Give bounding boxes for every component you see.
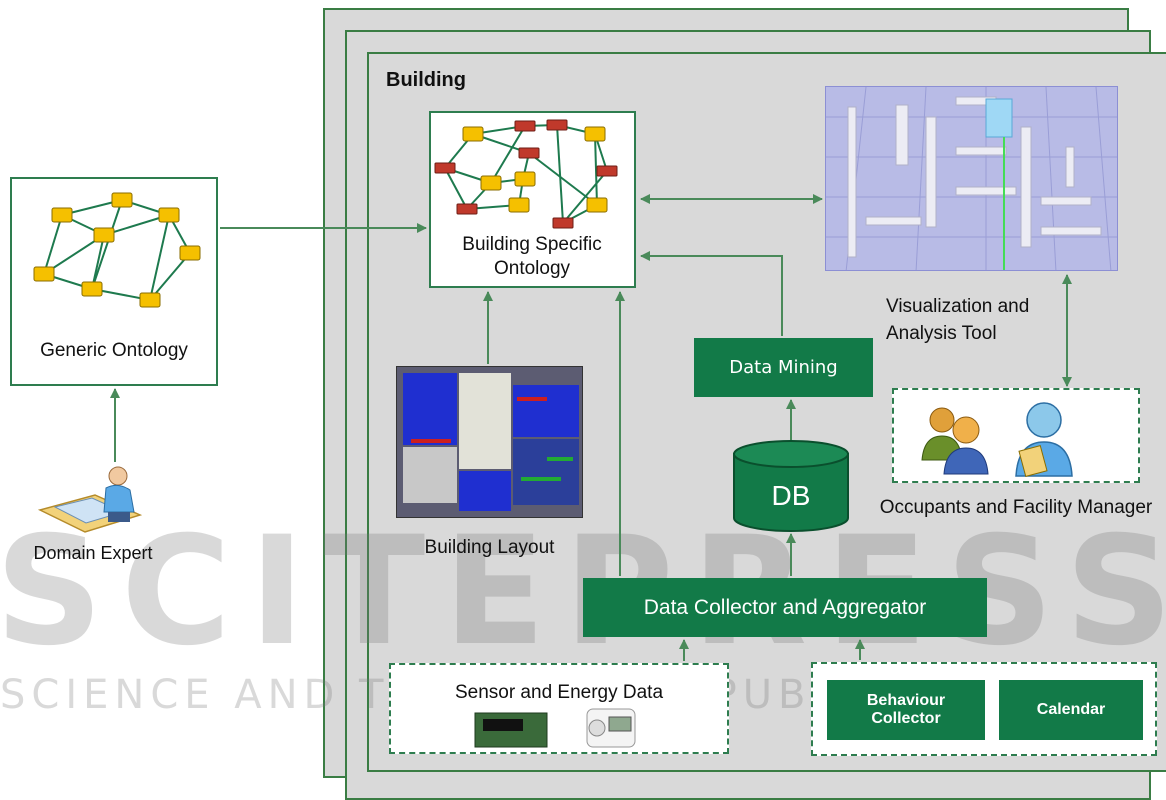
building-layout-image	[396, 366, 583, 518]
behaviour-calendar-box: Behaviour Collector Calendar	[811, 662, 1157, 756]
data-mining-box: Data Mining	[694, 338, 873, 397]
sensor-device-icon	[474, 708, 636, 748]
occupants-icon	[921, 402, 1073, 478]
data-collector-box: Data Collector and Aggregator	[583, 578, 987, 637]
domain-expert-label: Domain Expert	[33, 543, 153, 563]
building-layout-label: Building Layout	[424, 537, 555, 558]
occupants-box	[892, 388, 1140, 483]
visualization-3d-image	[825, 86, 1118, 271]
occupants-label: Occupants and Facility Manager	[879, 497, 1153, 518]
db-label: DB	[771, 480, 811, 511]
building-ontology-box: Building Specific Ontology	[429, 111, 636, 288]
building-ontology-label: Building Specific Ontology	[462, 234, 602, 279]
sensor-energy-box: Sensor and Energy Data	[389, 663, 729, 754]
building-ontology-graph-icon	[434, 119, 618, 229]
behaviour-collector-box: Behaviour Collector	[827, 680, 985, 740]
visualization-label: Visualization and Analysis Tool	[886, 296, 1030, 344]
sensor-energy-label: Sensor and Energy Data	[454, 682, 664, 703]
generic-ontology-box: Generic Ontology	[10, 177, 218, 386]
generic-ontology-label: Generic Ontology	[40, 340, 188, 361]
building-label: Building	[386, 69, 466, 91]
calendar-box: Calendar	[999, 680, 1143, 740]
generic-ontology-graph-icon	[33, 192, 201, 308]
